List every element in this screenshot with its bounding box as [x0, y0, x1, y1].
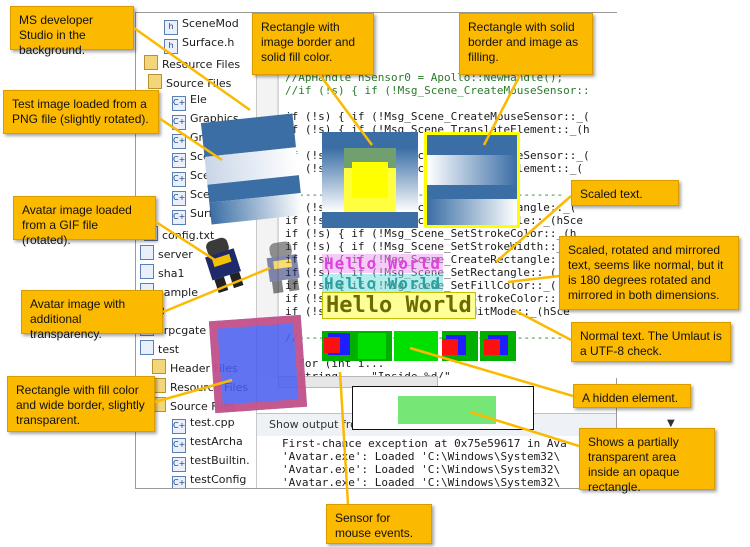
show-output-label: Show output fro [269, 418, 357, 431]
callout-hidden-element: A hidden element. [573, 384, 691, 408]
tree-item-label: testArcha [190, 435, 243, 448]
project-icon [140, 245, 154, 260]
callout-avatar-gif: Avatar image loaded from a GIF file (rot… [13, 196, 156, 247]
tree-item[interactable]: C+ testConfig [172, 473, 246, 488]
tree-item[interactable]: Resource Files [144, 55, 240, 73]
callout-scaled-text: Scaled text. [571, 180, 679, 206]
tree-item[interactable]: C+ test.cpp [172, 416, 235, 434]
callout-test-image-png: Test image loaded from a PNG file (sligh… [3, 90, 159, 134]
header-file-icon: h [164, 39, 178, 54]
tree-item-label: Surface.h [182, 36, 235, 49]
tree-item-label: Ele [190, 93, 207, 106]
project-icon [140, 264, 154, 279]
tree-item[interactable]: h SceneMod [164, 17, 239, 35]
partially-transparent-area [398, 396, 496, 424]
callout-normal-text: Normal text. The Umlaut is a UTF-8 check… [571, 322, 731, 362]
tree-item[interactable]: server [140, 245, 193, 263]
cpp-file-icon: C+ [172, 96, 186, 111]
tree-item[interactable]: test [140, 340, 179, 358]
rect-image-border-solid-fill [322, 132, 418, 228]
output-line: First-chance exception at 0x75e59617 in … [282, 437, 567, 450]
code-line: //if (!s) { if (!Msg_Scene_CreateMouseSe… [285, 84, 590, 97]
callout-rect-image-border: Rectangle with image border and solid fi… [252, 13, 374, 75]
tree-item[interactable]: Source Files [148, 74, 231, 92]
cpp-file-icon: C+ [172, 115, 186, 130]
tree-item-label: Source Files [166, 77, 232, 90]
output-line: 'Avatar.exe': Loaded 'C:\Windows\System3… [282, 450, 561, 463]
test-image-png [200, 113, 304, 225]
tree-item-label: sha1 [158, 267, 185, 280]
cpp-file-icon: C+ [172, 134, 186, 149]
code-line: if (!s) { if (!Msg_Scene_CreateMouseSens… [285, 110, 590, 123]
tree-item[interactable]: sha1 [140, 264, 184, 282]
code-line: if (!s) { if (!Msg_Scene_SetStrokeWidth:… [285, 240, 577, 253]
mouse-sensor-row[interactable] [322, 331, 516, 361]
folder-icon [152, 359, 166, 374]
folder-icon [148, 74, 162, 89]
callout-avatar-transparency: Avatar image with additional transparenc… [21, 290, 163, 341]
callout-rect-fill-wide-border: Rectangle with fill color and wide borde… [7, 376, 155, 432]
callout-ms-developer-studio: MS developer Studio in the background. [10, 6, 134, 57]
project-icon [140, 340, 154, 355]
rect-fill-wide-border [208, 314, 308, 414]
cpp-file-icon: C+ [172, 191, 186, 206]
callout-sensor: Sensor for mouse events. [326, 504, 432, 544]
folder-icon [144, 55, 158, 70]
tree-item[interactable]: C+ testArcha [172, 435, 243, 453]
cpp-file-icon: C+ [172, 476, 186, 488]
rect-solid-border-image-fill [424, 132, 520, 228]
tree-item-label: server [158, 248, 193, 261]
output-line: 'Avatar.exe': Loaded 'C:\Windows\System3… [282, 476, 561, 488]
cpp-file-icon: C+ [172, 172, 186, 187]
tree-item-label: test.cpp [190, 416, 235, 429]
cpp-file-icon: C+ [172, 438, 186, 453]
tree-item[interactable]: h Surface.h [164, 36, 234, 54]
callout-partially-transparent: Shows a partially transparent area insid… [579, 428, 715, 494]
callout-scaled-rotated-text: Scaled, rotated and mirrored text, seems… [559, 236, 739, 310]
tree-item-label: SceneMod [182, 17, 239, 30]
output-pane: First-chance exception at 0x75e59617 in … [278, 437, 616, 488]
avatar-image-transparent [253, 237, 314, 298]
cpp-file-icon: C+ [172, 457, 186, 472]
code-line: if (!s) { if (!Msg_Scene_SetStrokeColor:… [285, 227, 577, 240]
tree-item-label: testConfig [190, 473, 247, 486]
tree-item-label: srpcgate [158, 324, 207, 337]
callout-rect-solid-border: Rectangle with solid border and image as… [459, 13, 593, 75]
tree-item[interactable]: C+ testBuiltin. [172, 454, 250, 472]
scaled-text: Hello World [322, 254, 443, 273]
tree-item-label: sample [158, 286, 198, 299]
cpp-file-icon: C+ [172, 210, 186, 225]
tree-item-label: test [158, 343, 180, 356]
cpp-file-icon: C+ [172, 153, 186, 168]
normal-text: Hello World [322, 292, 476, 319]
cpp-file-icon: C+ [172, 419, 186, 434]
output-dropdown-chevron-icon[interactable]: ▼ [667, 418, 675, 429]
tree-item[interactable]: C+ Ele [172, 93, 207, 111]
scaled-rotated-mirrored-text: Hello World [322, 274, 443, 293]
tree-item-label: Resource Files [162, 58, 241, 71]
output-line: 'Avatar.exe': Loaded 'C:\Windows\System3… [282, 463, 561, 476]
header-file-icon: h [164, 20, 178, 35]
tree-item-label: testBuiltin. [190, 454, 250, 467]
